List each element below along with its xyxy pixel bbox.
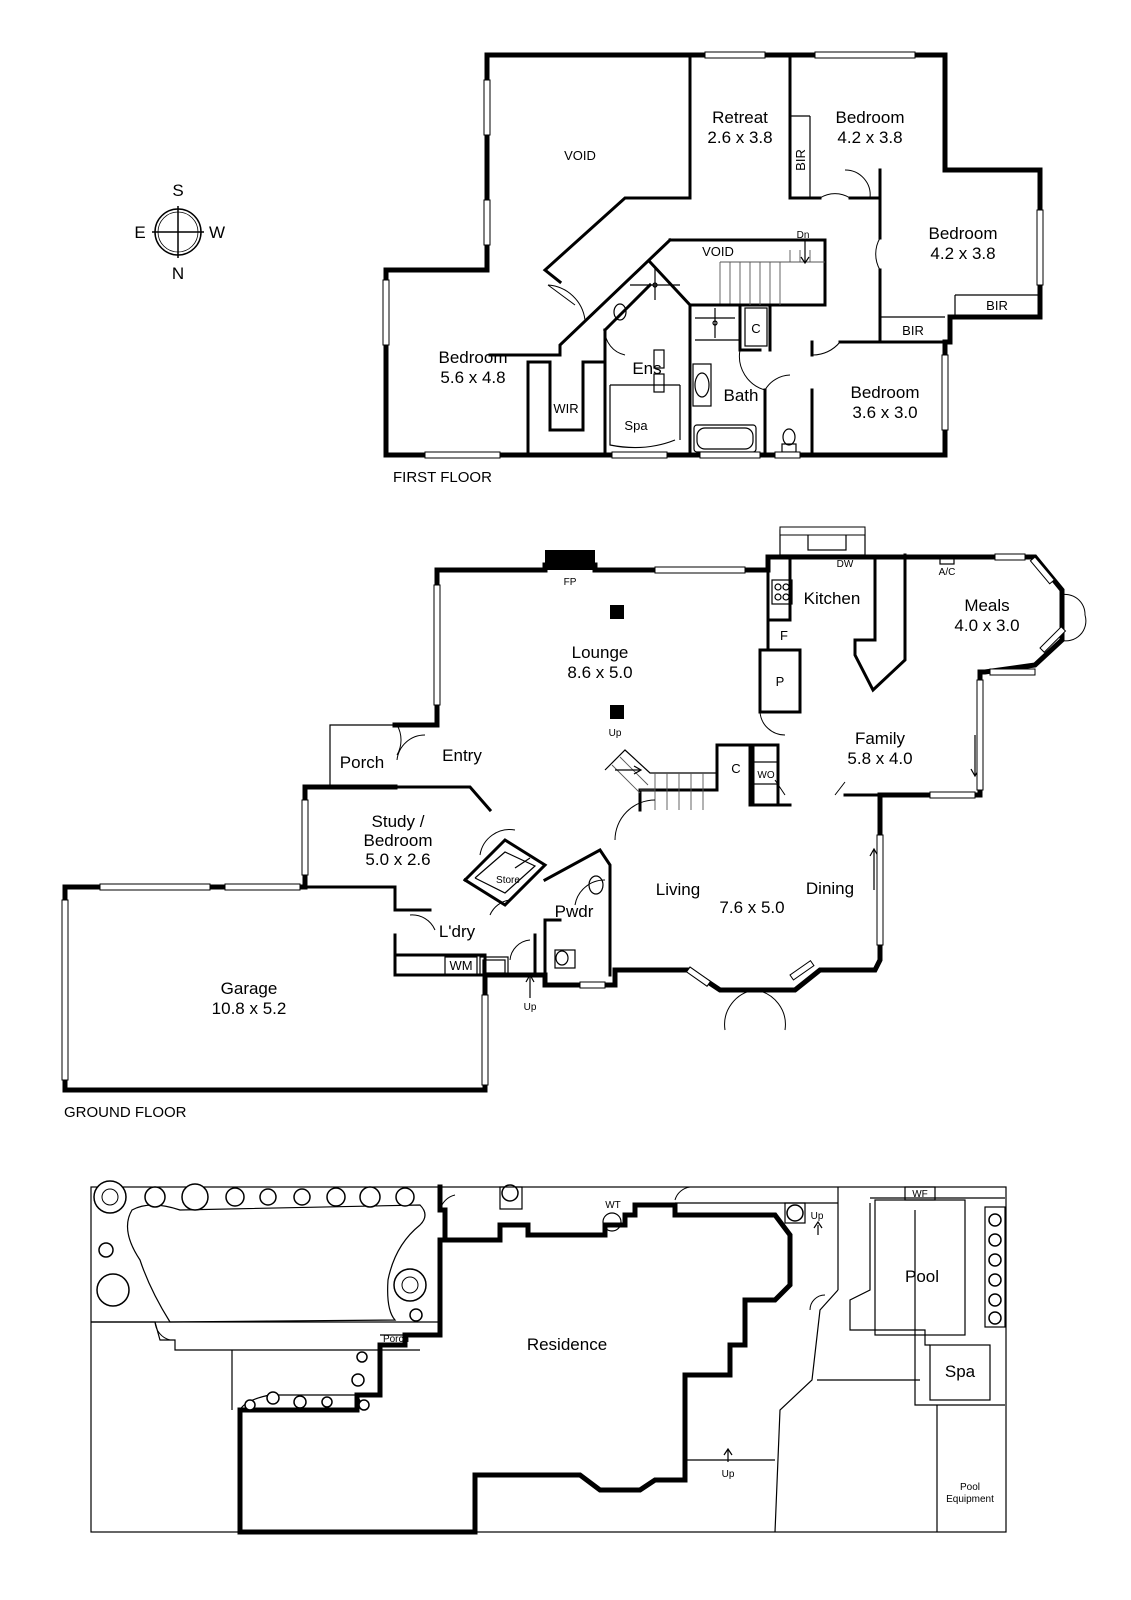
pool-equipment-line2: Equipment xyxy=(946,1494,994,1505)
wm-label: WM xyxy=(449,958,472,973)
store-label: Store xyxy=(496,875,520,886)
garden-trees xyxy=(93,1180,1002,1411)
entry-label: Entry xyxy=(442,746,482,765)
bedroom-a-name: Bedroom xyxy=(836,108,905,127)
first-floor-label: FIRST FLOOR xyxy=(393,469,492,486)
ground-floor-label: GROUND FLOOR xyxy=(64,1104,187,1121)
living-size: 7.6 x 5.0 xyxy=(719,898,784,917)
dn-label: Dn xyxy=(797,230,810,241)
garage-name: Garage xyxy=(221,979,278,998)
living-label: Living xyxy=(656,880,700,899)
porch-label: Porch xyxy=(340,753,384,772)
bir-label-3: BIR xyxy=(902,323,924,338)
up-label-site-2: Up xyxy=(722,1469,735,1480)
residence-outline xyxy=(237,1184,793,1535)
compass-n: N xyxy=(172,264,184,283)
lounge-name: Lounge xyxy=(572,643,629,662)
wo-label: WO xyxy=(757,770,774,781)
wf-label: WF xyxy=(912,1189,928,1200)
compass: S E W N xyxy=(134,181,225,283)
compass-w: W xyxy=(209,223,225,242)
bedroom-a-size: 4.2 x 3.8 xyxy=(837,128,902,147)
up-ldry-label: Up xyxy=(524,1002,537,1013)
ac-label: A/C xyxy=(939,567,956,578)
dw-label: DW xyxy=(837,559,854,570)
spa-label-site: Spa xyxy=(945,1362,976,1381)
up-stair-label: Up xyxy=(609,728,622,739)
first-floor-outer-wall xyxy=(383,52,1043,458)
up-label-site-1: Up xyxy=(811,1211,824,1222)
dining-label: Dining xyxy=(806,879,854,898)
bir-label-2: BIR xyxy=(986,298,1008,313)
meals-name: Meals xyxy=(964,596,1009,615)
compass-s: S xyxy=(172,181,183,200)
fp-label: FP xyxy=(564,577,577,588)
lounge-size: 8.6 x 5.0 xyxy=(567,663,632,682)
ldry-label: L'dry xyxy=(439,922,476,941)
bedroom-b-name: Bedroom xyxy=(929,224,998,243)
family-name: Family xyxy=(855,729,906,748)
site-plan: WT Up Up WF Pool Spa Porch Residence Poo… xyxy=(90,1180,1007,1535)
bath-label: Bath xyxy=(724,386,759,405)
study-size: 5.0 x 2.6 xyxy=(365,850,430,869)
wir-label: WIR xyxy=(553,401,578,416)
void-stair-label: VOID xyxy=(702,244,734,259)
retreat-size: 2.6 x 3.8 xyxy=(707,128,772,147)
first-floor-plan: VOID VOID Dn Retreat 2.6 x 3.8 Bedroom 4… xyxy=(382,51,1044,486)
bir-label-1: BIR xyxy=(793,149,808,171)
bedroom-c-name: Bedroom xyxy=(439,348,508,367)
residence-label: Residence xyxy=(527,1335,607,1354)
kitchen-label: Kitchen xyxy=(804,589,861,608)
meals-size: 4.0 x 3.0 xyxy=(954,616,1019,635)
cupboard-label-ground: C xyxy=(731,761,740,776)
wt-label: WT xyxy=(605,1200,621,1211)
retreat-name: Retreat xyxy=(712,108,768,127)
fridge-label: F xyxy=(780,628,788,643)
bedroom-d-size: 3.6 x 3.0 xyxy=(852,403,917,422)
pool-equipment-line1: Pool xyxy=(960,1482,980,1493)
bedroom-c-size: 5.6 x 4.8 xyxy=(440,368,505,387)
spa-label-ens: Spa xyxy=(624,418,648,433)
family-size: 5.8 x 4.0 xyxy=(847,749,912,768)
compass-e: E xyxy=(134,223,145,242)
study-line2: Bedroom xyxy=(364,831,433,850)
void-main-label: VOID xyxy=(564,148,596,163)
garage-size: 10.8 x 5.2 xyxy=(212,999,287,1018)
porch-label-site: Porch xyxy=(383,1334,409,1345)
pool-label: Pool xyxy=(905,1267,939,1286)
ground-floor-plan: FP Lounge 8.6 x 5.0 Kitchen DW A/C Meals… xyxy=(61,526,1087,1121)
cupboard-label-first: C xyxy=(751,321,760,336)
bedroom-b-size: 4.2 x 3.8 xyxy=(930,244,995,263)
study-line1: Study / xyxy=(372,812,425,831)
pantry-label: P xyxy=(776,674,785,689)
pwdr-label: Pwdr xyxy=(555,902,594,921)
ens-label: Ens xyxy=(632,359,661,378)
bedroom-d-name: Bedroom xyxy=(851,383,920,402)
